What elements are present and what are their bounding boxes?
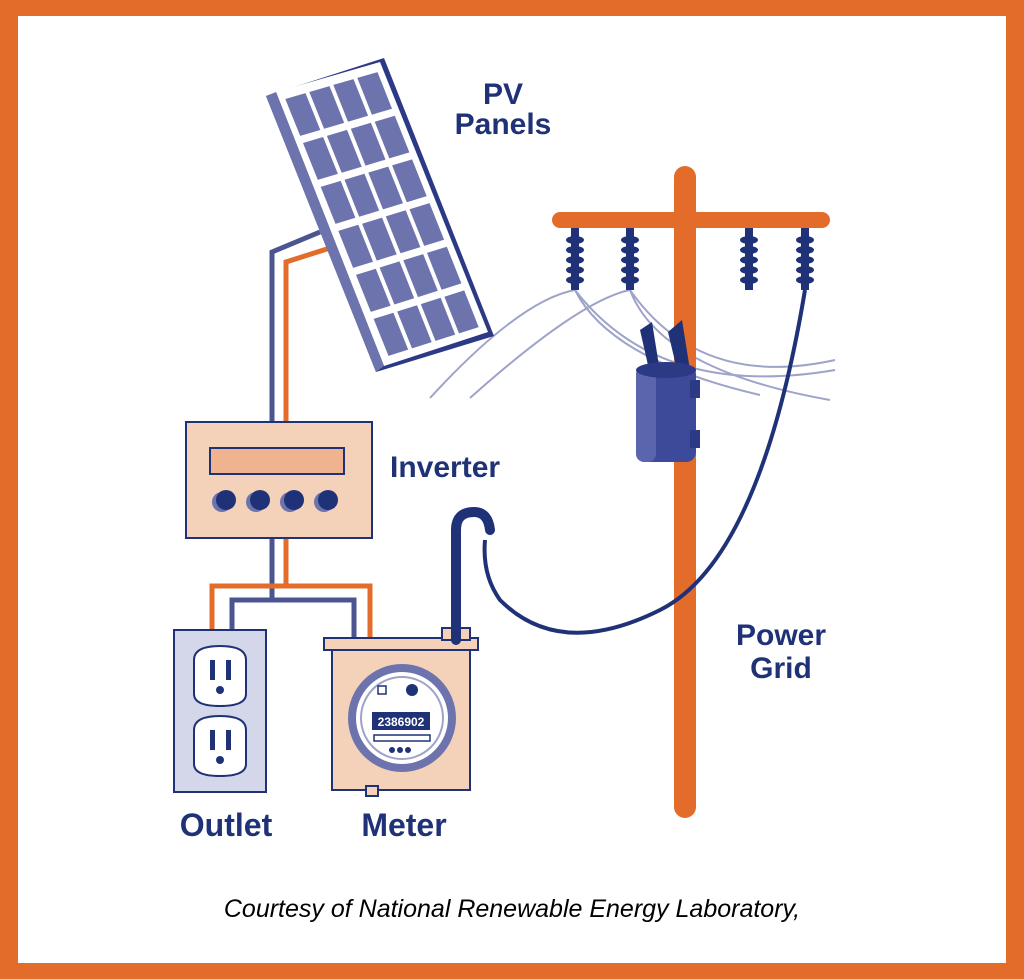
outlet [173,629,267,793]
outlet-label: Outlet [180,807,273,843]
outlet-socket-icon [193,644,247,708]
solar-cell [333,79,369,122]
insulator-icon [621,228,639,290]
solar-cell [403,254,438,298]
solar-cell [385,210,421,254]
grid-label-line1: Power [736,619,826,652]
solar-cell [374,115,410,159]
solar-cell [379,261,415,305]
solar-cell [392,159,427,203]
solar-cell [373,312,409,356]
solar-cell [444,290,479,334]
solar-cell [350,122,386,166]
pv-panel [266,58,494,372]
solar-cell [320,180,356,224]
inverter-label: Inverter [390,451,500,484]
inverter-box [185,421,373,539]
outlet-socket-icon [193,714,247,778]
meter: 2386902 [323,506,495,797]
insulator-icon [566,228,584,290]
solar-cell [356,268,391,312]
pv-label-line2: Panels [455,108,552,141]
solar-cell [362,217,397,261]
solar-cell [397,305,432,349]
solar-cell [338,224,373,268]
overhead-lines [429,289,836,401]
solar-cell [285,93,321,136]
pv-label-line1: PV [483,78,523,111]
inverter-knobs [212,490,338,512]
insulator-icon [796,228,814,290]
insulators [566,228,814,290]
credit-text: Courtesy of National Renewable Energy La… [223,895,801,923]
meter-label: Meter [361,807,446,843]
solar-cell [303,137,338,180]
grid-label-line2: Grid [750,652,812,685]
solar-cell [326,129,362,173]
solar-cell [409,203,445,246]
solar-cell [368,166,403,210]
utility-pole [552,166,830,818]
diagram-background [18,16,1006,963]
service-drop-wire [482,289,807,635]
solar-cell [427,246,462,290]
pv-wires [269,229,331,422]
solar-cells [285,72,479,356]
solar-cell [420,297,456,341]
solar-cell [344,173,380,217]
meter-reading: 2386902 [378,715,425,729]
insulator-icon [740,228,758,290]
solar-cell [309,86,345,129]
solar-cell [357,72,392,115]
transformer-icon [636,320,700,462]
output-wires [209,538,373,640]
